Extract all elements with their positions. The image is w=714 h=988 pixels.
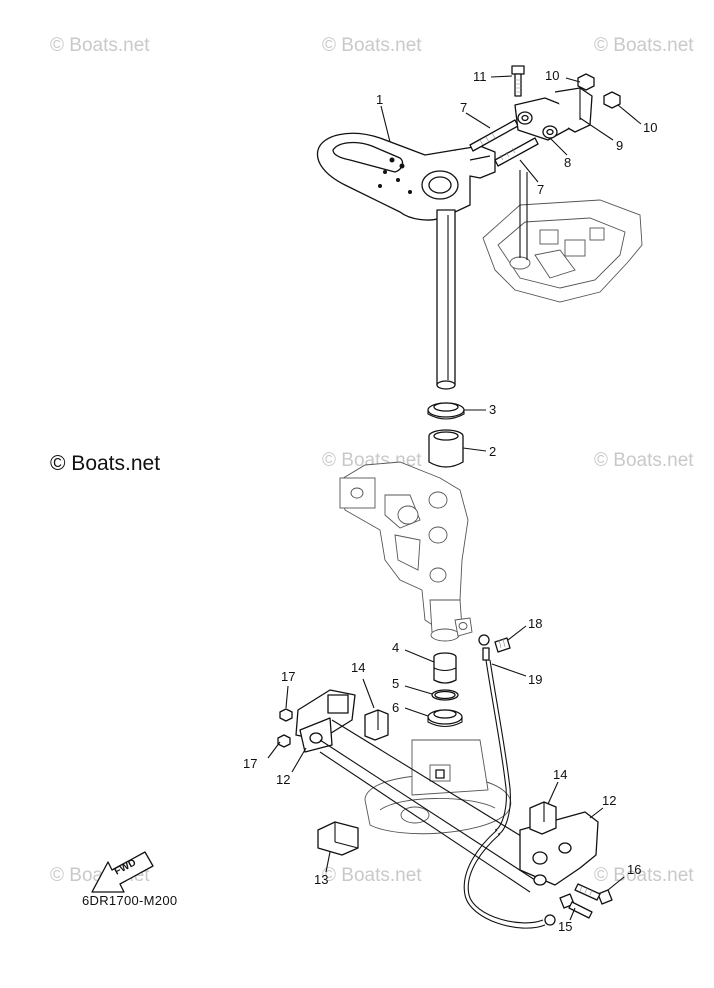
callout-17b: 17	[243, 756, 257, 771]
bolt-11	[511, 65, 525, 97]
callout-5: 5	[392, 676, 399, 691]
o-ring-5	[431, 689, 459, 701]
callout-3: 3	[489, 402, 496, 417]
callout-18: 18	[528, 616, 542, 631]
diagram-code: 6DR1700-M200	[82, 893, 178, 908]
rubber-block-14	[364, 709, 557, 835]
callout-labels: 1 2 3 4 5 6 7 7 8 9 10 10 11 12 12 13 14…	[243, 68, 657, 934]
watermark: © Boats.net	[594, 35, 694, 56]
watermark: © Boats.net	[322, 865, 422, 886]
mount-bracket-12	[295, 689, 599, 893]
callout-8: 8	[564, 155, 571, 170]
callout-14: 14	[351, 660, 365, 675]
steering-bracket	[316, 132, 496, 221]
watermark: © Boats.net	[594, 450, 694, 471]
callout-9: 9	[616, 138, 623, 153]
callout-19: 19	[528, 672, 542, 687]
callout-12b: 12	[602, 793, 616, 808]
screw-17	[277, 708, 293, 748]
bushing-2	[428, 429, 464, 468]
callout-11: 11	[473, 69, 487, 84]
watermark: © Boats.net	[322, 35, 422, 56]
callout-15: 15	[558, 919, 572, 934]
callout-4: 4	[392, 640, 399, 655]
watermark: © Boats.net	[50, 35, 150, 56]
callout-7: 7	[460, 100, 467, 115]
callout-16: 16	[627, 862, 641, 877]
watermark-large: © Boats.net	[50, 452, 161, 475]
bolt-15	[559, 893, 593, 919]
bushing-3	[427, 402, 465, 420]
callout-6: 6	[392, 700, 399, 715]
screw-18	[478, 634, 511, 653]
callout-7b: 7	[537, 182, 544, 197]
engine-mount-plate	[482, 170, 643, 303]
ground-wire-19	[463, 647, 556, 929]
mount-rubber	[514, 87, 593, 141]
callout-1: 1	[376, 92, 383, 107]
callout-13: 13	[314, 872, 328, 887]
callout-14b: 14	[553, 767, 567, 782]
callout-2: 2	[489, 444, 496, 459]
rubber-block-13	[317, 821, 359, 856]
collar-4	[433, 652, 457, 684]
steering-shaft	[436, 209, 456, 390]
fwd-arrow-icon	[91, 851, 154, 893]
callout-10: 10	[545, 68, 559, 83]
leader-lines	[267, 75, 642, 921]
callout-17: 17	[281, 669, 295, 684]
callout-12: 12	[276, 772, 290, 787]
nut-10	[577, 73, 621, 109]
callout-10b: 10	[643, 120, 657, 135]
swivel-bracket	[339, 461, 473, 642]
bolt-16	[574, 883, 613, 905]
stud-bolts	[469, 119, 539, 167]
seal-6	[427, 709, 463, 728]
